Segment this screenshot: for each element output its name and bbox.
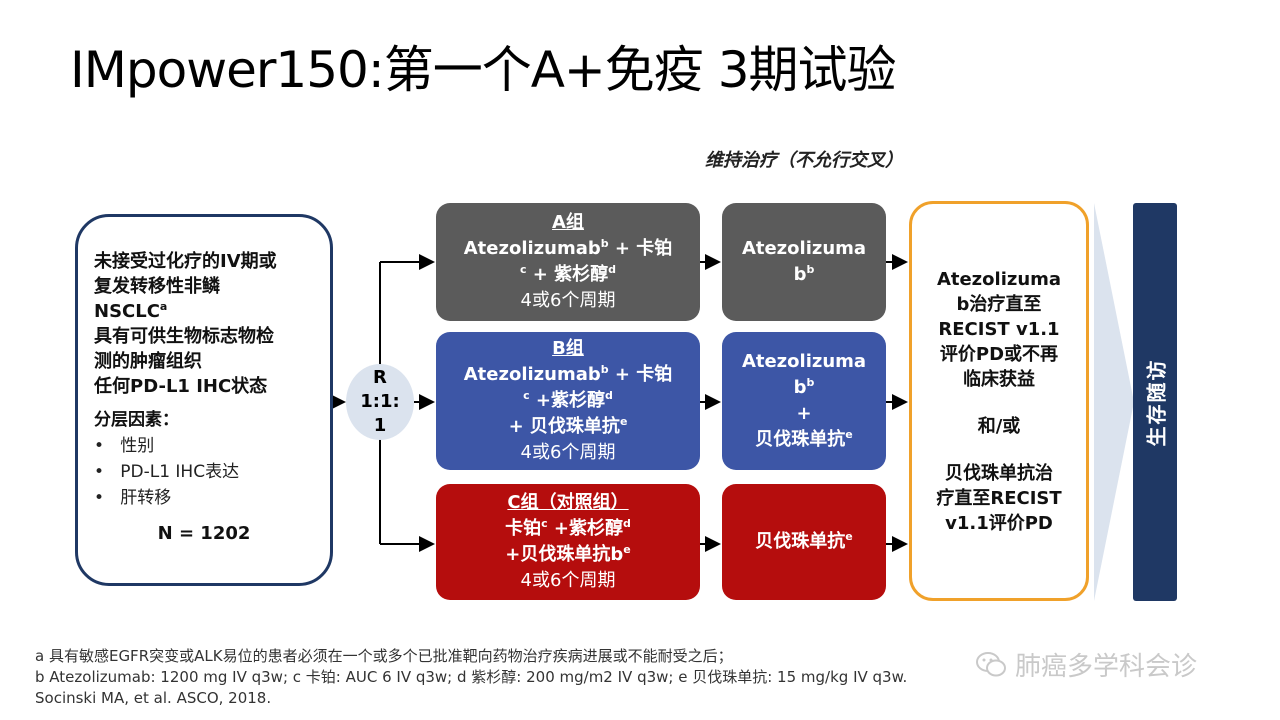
arm-a-box: A组 Atezolizumabb + 卡铂 c + 紫杉醇d 4或6个周期: [436, 203, 700, 321]
arm-b-cycles: 4或6个周期: [520, 442, 616, 463]
criteria-line: 任何PD-L1 IHC状态: [94, 376, 268, 397]
sample-size: N = 1202: [157, 523, 251, 544]
arm-a-cycles: 4或6个周期: [520, 290, 616, 311]
footnote-line: Socinski MA, et al. ASCO, 2018.: [35, 689, 272, 707]
maintenance-label: 维持治疗（不允行交叉）: [705, 150, 903, 171]
criteria-line: 具有可供生物标志物检: [94, 326, 274, 347]
flow-chevron: [1094, 203, 1134, 601]
continuation-criteria-box: Atezolizuma b治疗直至 RECIST v1.1 评价PD或不再 临床…: [909, 201, 1089, 601]
strat-item: • 性别: [94, 436, 155, 456]
footnotes: a 具有敏感EGFR突变或ALK易位的患者必须在一个或多个已批准靶向药物治疗疾病…: [35, 646, 907, 709]
maintenance-a-box: Atezolizuma bb: [722, 203, 886, 321]
survival-label: 生存随访: [1144, 358, 1169, 446]
maintenance-b-box: Atezolizuma bb + 贝伐珠单抗e: [722, 332, 886, 470]
footnote-line: b Atezolizumab: 1200 mg IV q3w; c 卡铂: AU…: [35, 668, 908, 686]
criteria-line: 测的肿瘤组织: [94, 351, 202, 372]
arm-b-name: B组: [552, 338, 584, 359]
strat-item: • PD-L1 IHC表达: [94, 462, 240, 482]
criteria-line: 复发转移性非鳞: [94, 276, 220, 297]
strat-item: • 肝转移: [94, 488, 172, 508]
arm-c-box: C组（对照组） 卡铂c +紫杉醇d +贝伐珠单抗be 4或6个周期: [436, 484, 700, 600]
arm-c-name: C组（对照组）: [507, 492, 629, 513]
criteria-line: 未接受过化疗的IV期或: [94, 251, 277, 272]
randomization-circle: R 1:1: 1: [346, 364, 414, 440]
eligibility-criteria-box: 未接受过化疗的IV期或 复发转移性非鳞 NSCLCa 具有可供生物标志物检 测的…: [75, 214, 333, 586]
wechat-icon: [976, 651, 1006, 676]
arm-b-box: B组 Atezolizumabb + 卡铂 c +紫杉醇d + 贝伐珠单抗e 4…: [436, 332, 700, 470]
page-title: IMpower150:第一个A+免疫 3期试验: [70, 41, 897, 99]
arm-a-name: A组: [552, 212, 584, 233]
criteria-line: NSCLCa: [94, 300, 168, 322]
stratification-title: 分层因素：: [94, 410, 179, 430]
maintenance-c-box: 贝伐珠单抗e: [722, 484, 886, 600]
footnote-line: a 具有敏感EGFR突变或ALK易位的患者必须在一个或多个已批准靶向药物治疗疾病…: [35, 647, 733, 665]
arm-c-cycles: 4或6个周期: [520, 570, 616, 591]
watermark: 肺癌多学科会诊: [975, 646, 1197, 683]
survival-followup-bar: 生存随访: [1133, 203, 1177, 601]
